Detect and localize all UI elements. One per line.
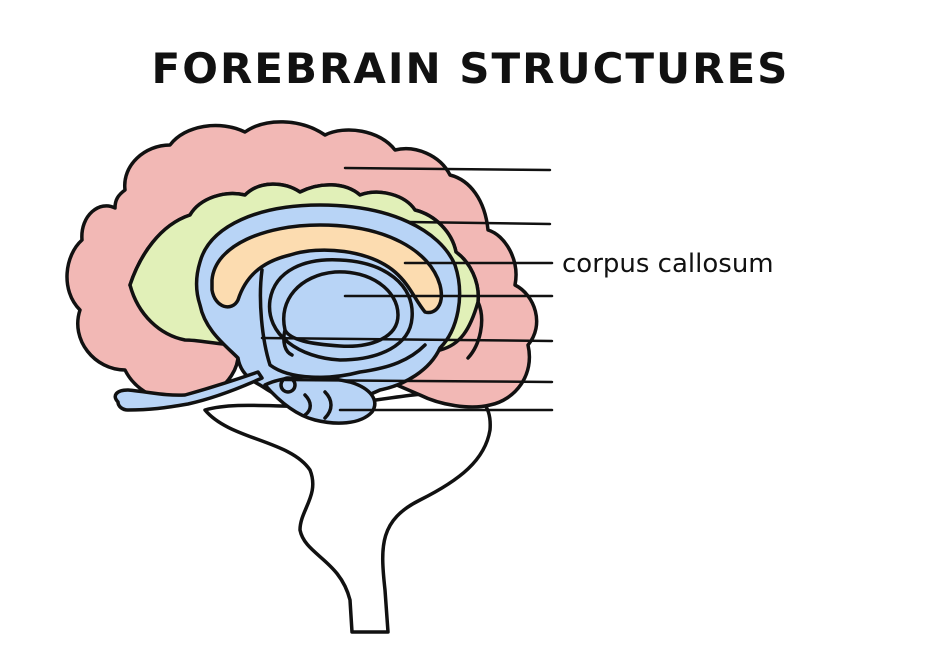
brainstem [203,390,492,634]
page-title: FOREBRAIN STRUCTURES [151,44,790,93]
pituitary [279,376,297,394]
corpus-callosum [210,223,443,315]
hypothalamus-folds [303,390,333,420]
leader-line-1 [343,166,552,172]
leader-line-6 [283,378,554,384]
thalamus [267,258,414,362]
label-corpus-callosum: corpus callosum [562,249,774,279]
thalamus-inner-loop [282,270,400,357]
leader-line-5 [260,336,554,343]
olfactory-bulb [113,370,264,412]
leader-line-2 [406,220,552,226]
